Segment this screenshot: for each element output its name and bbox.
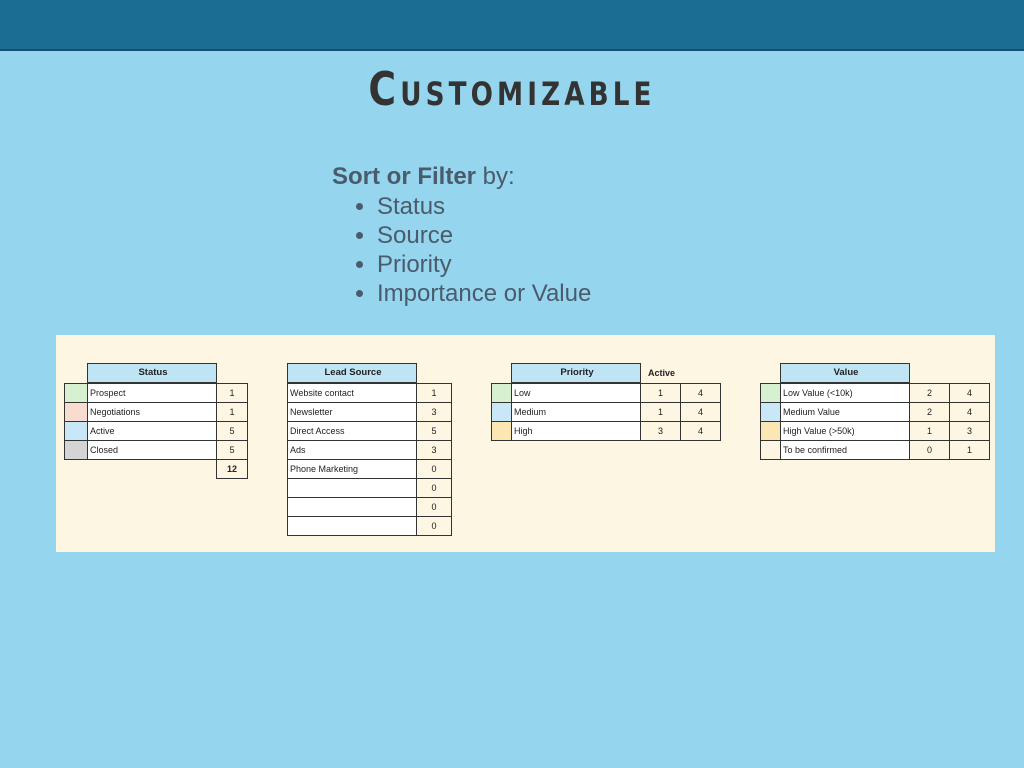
value-row-count[interactable]: 2 <box>909 402 950 422</box>
value-row-total[interactable]: 1 <box>949 440 990 460</box>
value-row-count[interactable]: 2 <box>909 383 950 403</box>
status-color-swatch[interactable] <box>64 383 88 403</box>
lead_source-row-count[interactable]: 0 <box>416 459 452 479</box>
value-row-label[interactable]: High Value (>50k) <box>780 421 910 441</box>
intro-text: Sort or Filter by: Status Source Priorit… <box>332 162 591 308</box>
value-row-label[interactable]: Low Value (<10k) <box>780 383 910 403</box>
value-row-total[interactable]: 4 <box>949 383 990 403</box>
value-row-total[interactable]: 3 <box>949 421 990 441</box>
value-color-swatch[interactable] <box>760 383 781 403</box>
value-row-count[interactable]: 0 <box>909 440 950 460</box>
lead_source-row-count[interactable]: 0 <box>416 497 452 517</box>
status-row-count[interactable]: 5 <box>216 421 248 441</box>
filter-item-priority: Priority <box>377 250 591 279</box>
lead_source-row-label[interactable]: Newsletter <box>287 402 417 422</box>
lead_source-row-label[interactable]: Website contact <box>287 383 417 403</box>
status-row-count[interactable]: 1 <box>216 383 248 403</box>
intro-heading: Sort or Filter by: <box>332 162 591 192</box>
status-header[interactable]: Status <box>87 363 217 383</box>
priority-color-swatch[interactable] <box>491 421 512 441</box>
value-row-count[interactable]: 1 <box>909 421 950 441</box>
priority-row-total[interactable]: 4 <box>680 383 721 403</box>
lead_source-row-label[interactable] <box>287 516 417 536</box>
priority-color-swatch[interactable] <box>491 402 512 422</box>
value-color-swatch[interactable] <box>760 421 781 441</box>
priority-row-count[interactable]: 1 <box>640 402 681 422</box>
lead_source-row-label[interactable] <box>287 478 417 498</box>
priority-row-total[interactable]: 4 <box>680 421 721 441</box>
priority-header[interactable]: Priority <box>511 363 641 383</box>
value-row-label[interactable]: To be confirmed <box>780 440 910 460</box>
page-title: Customizable <box>368 62 656 116</box>
status-row-count[interactable]: 5 <box>216 440 248 460</box>
lead_source-row-count[interactable]: 1 <box>416 383 452 403</box>
status-row-count[interactable]: 1 <box>216 402 248 422</box>
status-row-label[interactable]: Prospect <box>87 383 217 403</box>
value-header[interactable]: Value <box>780 363 910 383</box>
value-color-swatch[interactable] <box>760 440 781 460</box>
filter-item-status: Status <box>377 192 591 221</box>
lead_source-row-count[interactable]: 3 <box>416 440 452 460</box>
lead_source-header[interactable]: Lead Source <box>287 363 417 383</box>
filter-list: Status Source Priority Importance or Val… <box>332 192 591 308</box>
lead_source-row-label[interactable]: Direct Access <box>287 421 417 441</box>
lead_source-row-count[interactable]: 0 <box>416 516 452 536</box>
lead_source-row-count[interactable]: 5 <box>416 421 452 441</box>
value-row-total[interactable]: 4 <box>949 402 990 422</box>
priority-row-count[interactable]: 3 <box>640 421 681 441</box>
priority-row-label[interactable]: Medium <box>511 402 641 422</box>
lead_source-row-count[interactable]: 3 <box>416 402 452 422</box>
top-bar <box>0 0 1024 51</box>
filter-item-value: Importance or Value <box>377 279 591 308</box>
status-color-swatch[interactable] <box>64 402 88 422</box>
lead_source-row-label[interactable]: Phone Marketing <box>287 459 417 479</box>
value-color-swatch[interactable] <box>760 402 781 422</box>
priority-color-swatch[interactable] <box>491 383 512 403</box>
lead_source-row-label[interactable]: Ads <box>287 440 417 460</box>
filter-item-source: Source <box>377 221 591 250</box>
status-row-label[interactable]: Closed <box>87 440 217 460</box>
priority-active-label: Active <box>648 368 676 378</box>
status-row-label[interactable]: Negotiations <box>87 402 217 422</box>
priority-row-total[interactable]: 4 <box>680 402 721 422</box>
priority-row-label[interactable]: High <box>511 421 641 441</box>
value-row-label[interactable]: Medium Value <box>780 402 910 422</box>
status-color-swatch[interactable] <box>64 421 88 441</box>
intro-heading-bold: Sort or Filter <box>332 163 477 190</box>
intro-heading-rest: by: <box>476 163 515 190</box>
status-total[interactable]: 12 <box>216 459 248 479</box>
priority-row-label[interactable]: Low <box>511 383 641 403</box>
status-color-swatch[interactable] <box>64 440 88 460</box>
lead_source-row-label[interactable] <box>287 497 417 517</box>
priority-row-count[interactable]: 1 <box>640 383 681 403</box>
lead_source-row-count[interactable]: 0 <box>416 478 452 498</box>
status-row-label[interactable]: Active <box>87 421 217 441</box>
